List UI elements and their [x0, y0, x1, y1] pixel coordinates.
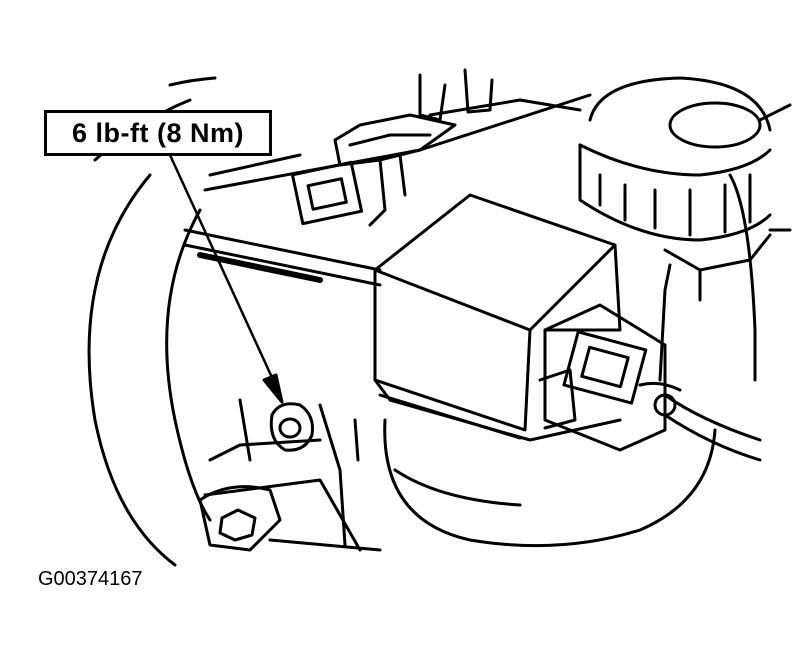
top-connector — [290, 160, 364, 226]
left-inner-arc — [165, 208, 212, 522]
figure-id: G00374167 — [38, 568, 143, 590]
wire-harness — [663, 393, 762, 442]
leader-arrowhead — [262, 373, 284, 404]
round-base — [383, 418, 717, 548]
module-box-side — [543, 243, 622, 332]
module-box-front — [373, 268, 532, 432]
leader-line — [168, 153, 282, 397]
horizontal-rail — [183, 228, 382, 272]
reservoir-cap-top — [668, 101, 762, 149]
module-box-top — [373, 193, 617, 332]
lower-bracket — [198, 485, 282, 552]
reservoir-body — [588, 76, 772, 132]
top-bracket — [333, 113, 457, 167]
module-connector — [543, 303, 667, 452]
torque-spec-callout: 6 lb-ft (8 Nm) — [44, 110, 272, 156]
left-housing-outline — [87, 173, 177, 567]
